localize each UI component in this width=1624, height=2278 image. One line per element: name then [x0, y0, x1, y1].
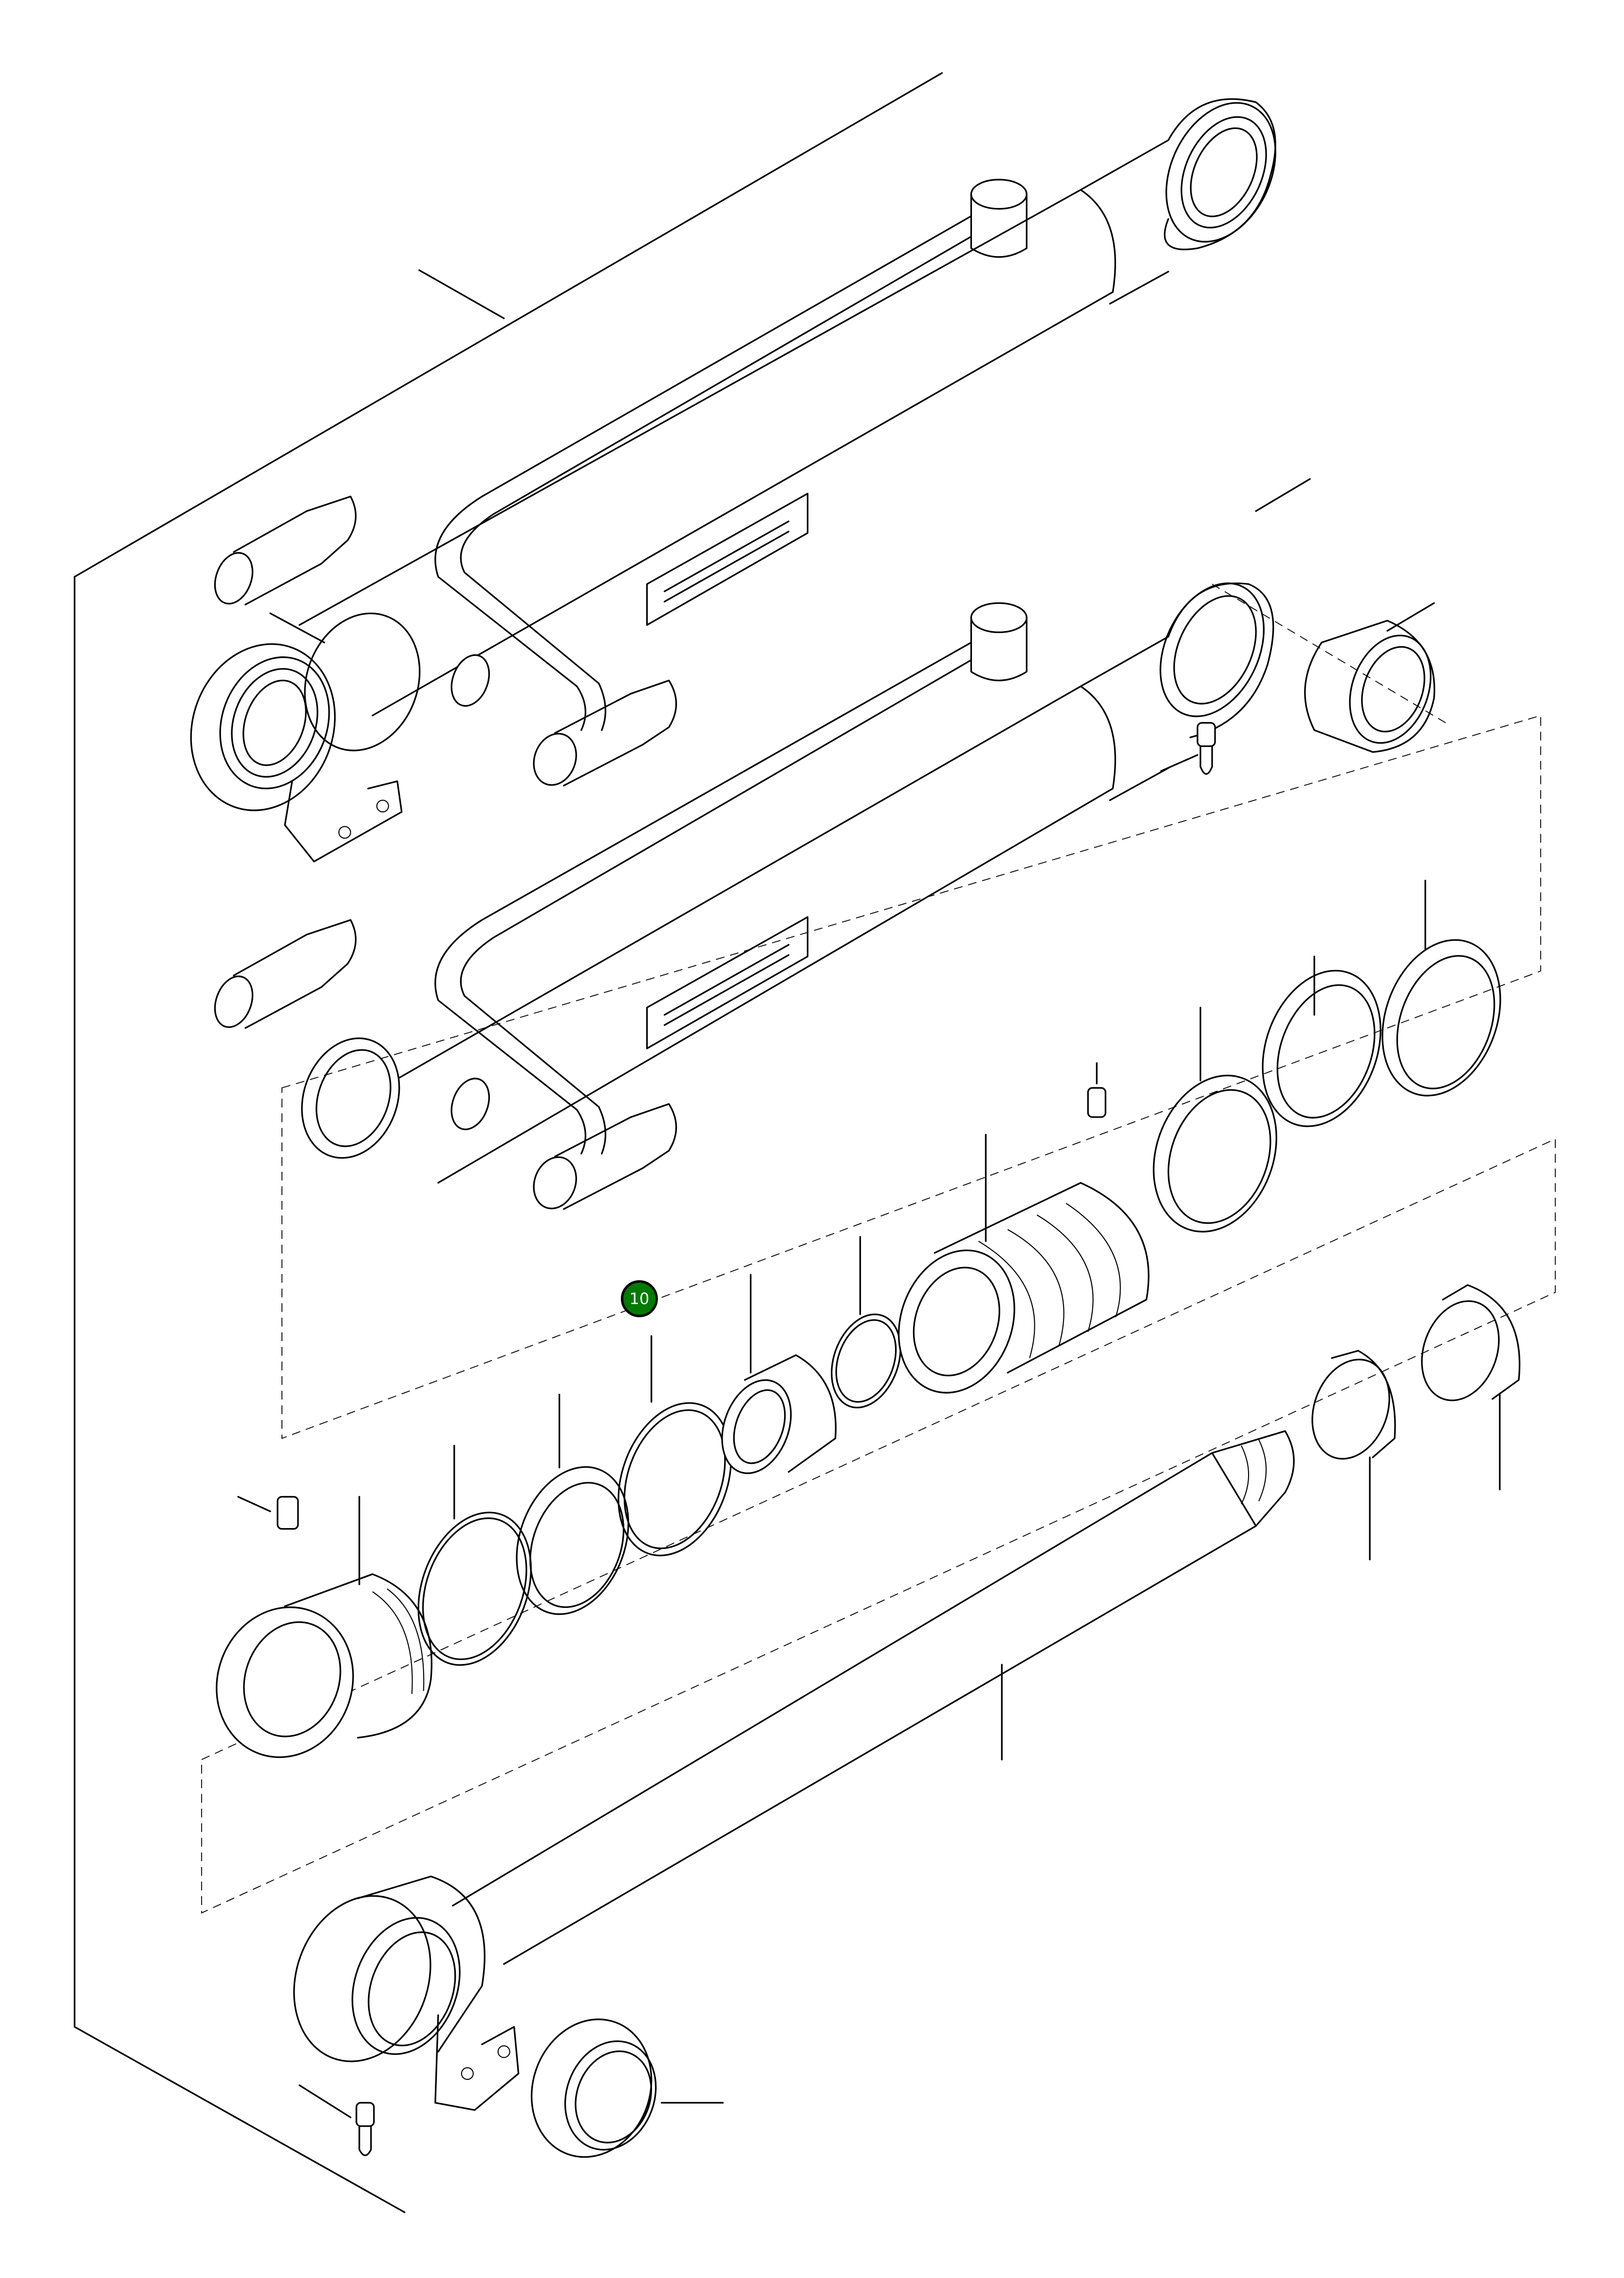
piston	[897, 1062, 1150, 1394]
grease-nipple-upper	[1160, 722, 1216, 775]
bushing-upper	[1212, 583, 1446, 753]
cylinder-barrel	[214, 478, 1311, 1210]
seal-ring-item-10	[617, 1402, 732, 1556]
exploded-groups	[201, 715, 1556, 1914]
cylinder-assembled-top	[190, 98, 1276, 862]
rod-eye	[293, 1875, 724, 2158]
assembly-frame	[74, 72, 943, 2213]
piston-rings	[1153, 879, 1501, 1232]
callout-10[interactable]: 10	[621, 1280, 658, 1317]
piston-rod	[452, 1284, 1521, 1965]
seal-kit	[216, 1236, 901, 1758]
